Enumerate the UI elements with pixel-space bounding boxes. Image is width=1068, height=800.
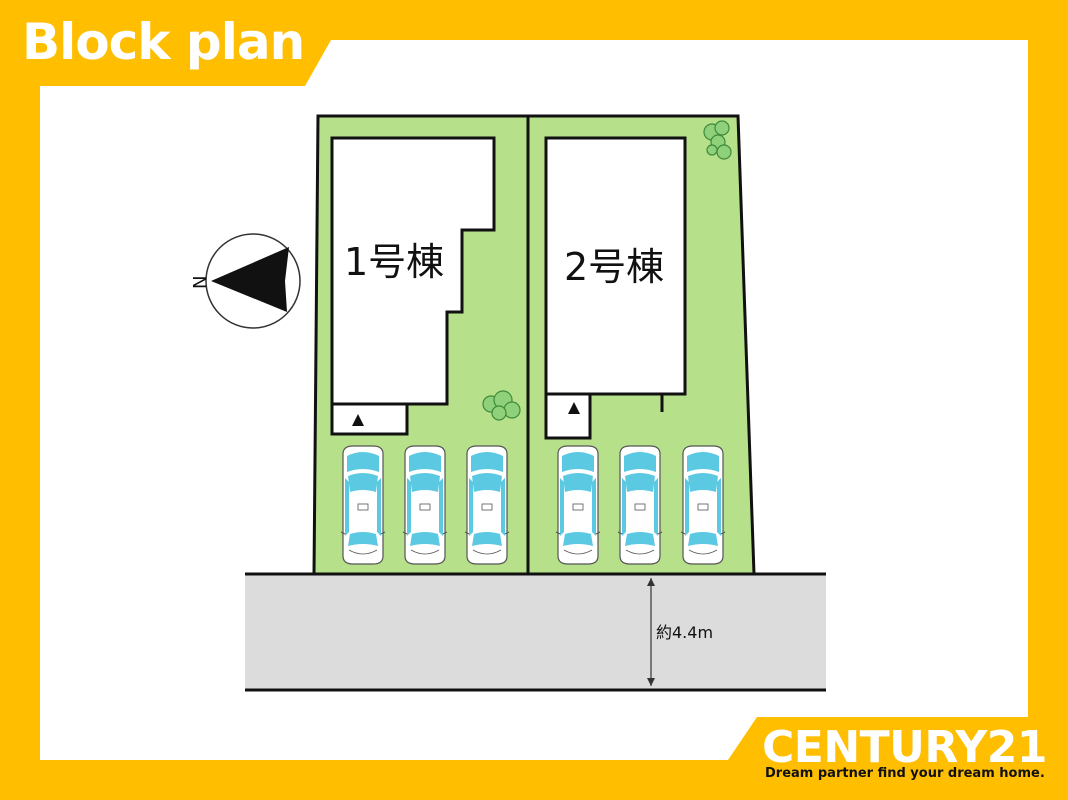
parking-car-icon	[555, 445, 601, 565]
parking-car-icon	[340, 445, 386, 565]
entrance-arrow-icon	[352, 414, 364, 426]
tree-icon	[482, 390, 521, 421]
lot-2-label: 2号棟	[564, 245, 664, 289]
brand-tagline: Dream partner find your dream home.	[765, 766, 1045, 781]
entrance-arrow-icon	[568, 402, 580, 414]
parking-car-icon	[464, 445, 510, 565]
compass	[205, 233, 301, 329]
lot-1-label: 1号棟	[344, 240, 444, 284]
road-width-dimension	[647, 578, 655, 686]
road	[245, 574, 826, 690]
brand-logo: CENTURY21	[762, 722, 1047, 773]
north-arrow-icon	[211, 247, 289, 312]
house-2-entrance	[544, 392, 592, 440]
house-1-entrance	[330, 402, 409, 436]
page-title: Block plan	[22, 13, 305, 71]
parking-car-icon	[680, 445, 726, 565]
parking-car-icon	[617, 445, 663, 565]
tree-icon	[703, 120, 732, 160]
compass-north-letter: N	[190, 276, 211, 289]
road-width-label: 約4.4m	[656, 623, 713, 642]
parking-car-icon	[402, 445, 448, 565]
house-2-footprint	[544, 136, 687, 396]
